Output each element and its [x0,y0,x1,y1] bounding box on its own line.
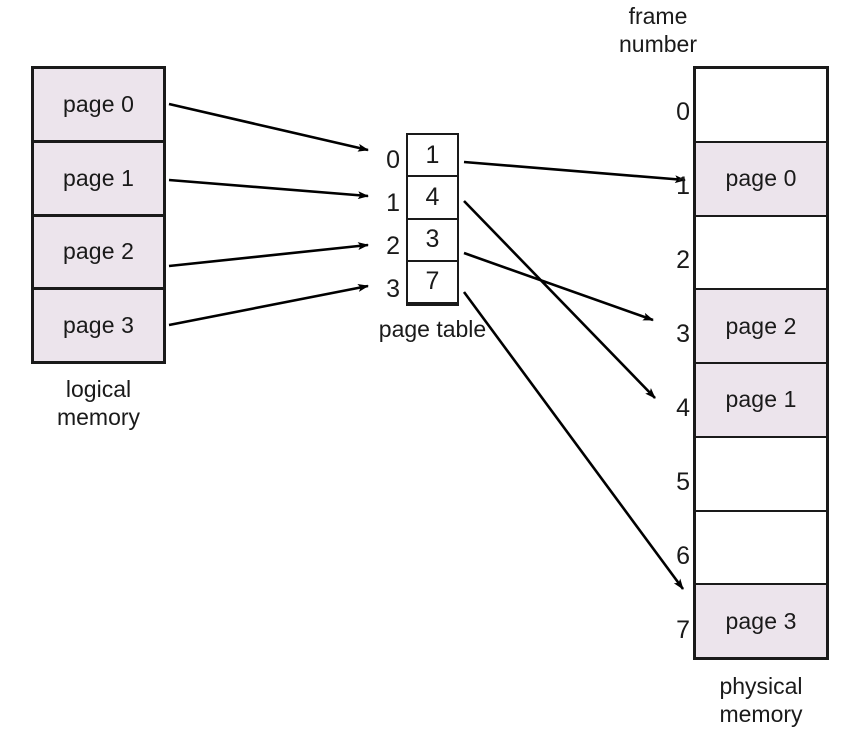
arrow-page1-to-entry1 [168,178,369,200]
frame-number-label: 0 [676,98,690,126]
frame-number-caption: frame number [619,3,697,58]
arrow-entry1-to-frame4 [463,200,656,399]
arrow-page0-to-entry0 [168,102,369,152]
page-table-index-label: 3 [386,275,400,303]
page-table-column: 1 4 3 7 [406,133,459,306]
logical-memory-column: page 0 page 1 page 2 page 3 [31,66,166,364]
physical-frame-cell[interactable] [696,216,826,291]
physical-frame-cell[interactable]: page 0 [696,142,826,217]
page-table-index-label: 1 [386,189,400,217]
physical-frame-cell[interactable] [696,511,826,586]
physical-frame-cell[interactable] [696,437,826,512]
frame-number-label: 5 [676,468,690,496]
page-table-entry[interactable]: 1 [408,135,457,178]
logical-page-cell[interactable]: page 2 [34,216,163,291]
logical-page-cell[interactable]: page 3 [34,290,163,361]
physical-frame-cell[interactable]: page 3 [696,585,826,657]
physical-frame-cell[interactable]: page 2 [696,290,826,364]
page-table-entry[interactable]: 3 [408,219,457,262]
physical-memory-column: page 0 page 2 page 1 page 3 [693,66,829,660]
page-table-index-label: 2 [386,232,400,260]
page-table-entry[interactable]: 4 [408,177,457,220]
frame-number-label: 7 [676,616,690,644]
frame-number-label: 2 [676,246,690,274]
frame-number-label: 1 [676,172,690,200]
logical-memory-caption: logical memory [56,376,141,431]
arrow-page3-to-entry3 [168,283,369,327]
logical-page-cell[interactable]: page 0 [34,69,163,143]
physical-frame-cell[interactable]: page 1 [696,364,826,438]
physical-memory-caption: physical memory [719,673,803,728]
arrow-entry2-to-frame3 [463,251,654,322]
page-table-entry[interactable]: 7 [408,261,457,304]
frame-number-label: 6 [676,542,690,570]
frame-number-label: 3 [676,320,690,348]
arrow-entry0-to-frame1 [463,160,686,184]
page-table-index-label: 0 [386,146,400,174]
logical-page-cell[interactable]: page 1 [34,142,163,217]
frame-number-label: 4 [676,394,690,422]
page-table-caption: page table [378,316,487,342]
physical-frame-cell[interactable] [696,69,826,143]
arrow-page2-to-entry2 [168,242,369,268]
